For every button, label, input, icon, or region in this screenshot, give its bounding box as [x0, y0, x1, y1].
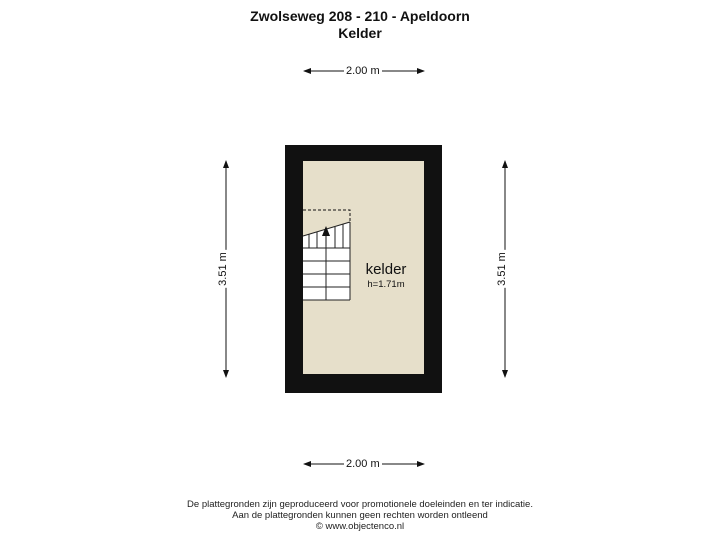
room-name: kelder: [366, 261, 407, 278]
disclaimer-line-2: Aan de plattegronden kunnen geen rechten…: [232, 510, 488, 521]
right-height-label: 3.51 m: [495, 250, 508, 288]
bottom-width-label: 2.00 m: [344, 458, 382, 470]
room-height: h=1.71m: [367, 279, 404, 290]
copyright-link[interactable]: © www.objectenco.nl: [315, 521, 405, 532]
floor-title: Kelder: [338, 25, 382, 41]
top-width-label: 2.00 m: [344, 65, 382, 77]
left-height-label: 3.51 m: [216, 250, 229, 288]
staircase: [302, 209, 351, 301]
plan-title: Zwolseweg 208 - 210 - Apeldoorn: [250, 8, 470, 24]
disclaimer-line-1: De plattegronden zijn geproduceerd voor …: [187, 499, 533, 510]
